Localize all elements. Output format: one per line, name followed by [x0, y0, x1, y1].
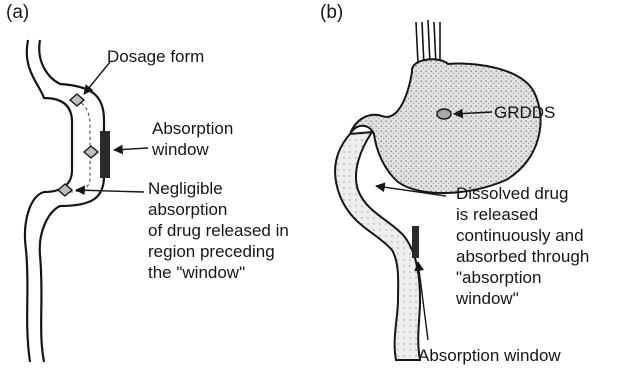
dissolved-drug-label: Dissolved drug is released continuously …: [456, 183, 589, 309]
panel-a-label: (a): [6, 2, 29, 23]
absorption-window-band-b: [412, 226, 419, 258]
dosage-form-label: Dosage form: [107, 46, 204, 67]
absorption-window-label-a: Absorption window: [152, 118, 233, 160]
leaders-a: [76, 62, 148, 192]
grdds-tablet: [437, 109, 451, 119]
tablet-3: [58, 184, 72, 196]
absorption-window-band-a: [100, 131, 110, 178]
negligible-leader: [76, 190, 144, 192]
dosage-form-tablets: [58, 94, 98, 196]
absorption-window-label-b: Absorption window: [418, 345, 561, 366]
grdds-label: GRDDS: [494, 102, 555, 123]
intestine-a: [25, 40, 104, 362]
absorption-window-leader-a: [114, 148, 148, 150]
panel-b-label: (b): [320, 2, 343, 23]
tablet-2: [84, 146, 98, 158]
negligible-absorption-label: Negligible absorption of drug released i…: [148, 178, 289, 283]
stomach: [350, 59, 541, 193]
